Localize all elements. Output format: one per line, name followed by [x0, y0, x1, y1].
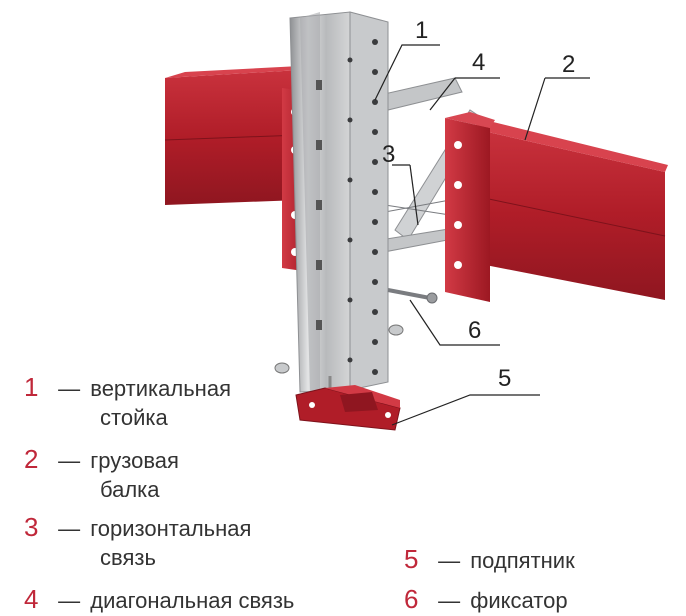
callout-2: 2: [562, 51, 575, 78]
callout-labels: 1 2 3 4 5 6: [382, 17, 575, 392]
locking-pin: [387, 288, 438, 304]
callout-6: 6: [468, 317, 481, 344]
leader-lines: [374, 44, 590, 426]
vertical-upright: [289, 11, 389, 393]
base-plate: [295, 385, 401, 431]
callout-5: 5: [498, 365, 511, 392]
callout-4: 4: [472, 49, 485, 76]
right-load-beam: [445, 112, 668, 302]
callout-3: 3: [382, 141, 395, 168]
left-load-beam: [164, 66, 310, 272]
anchor-bolts: [274, 324, 404, 394]
callout-1: 1: [415, 17, 428, 44]
